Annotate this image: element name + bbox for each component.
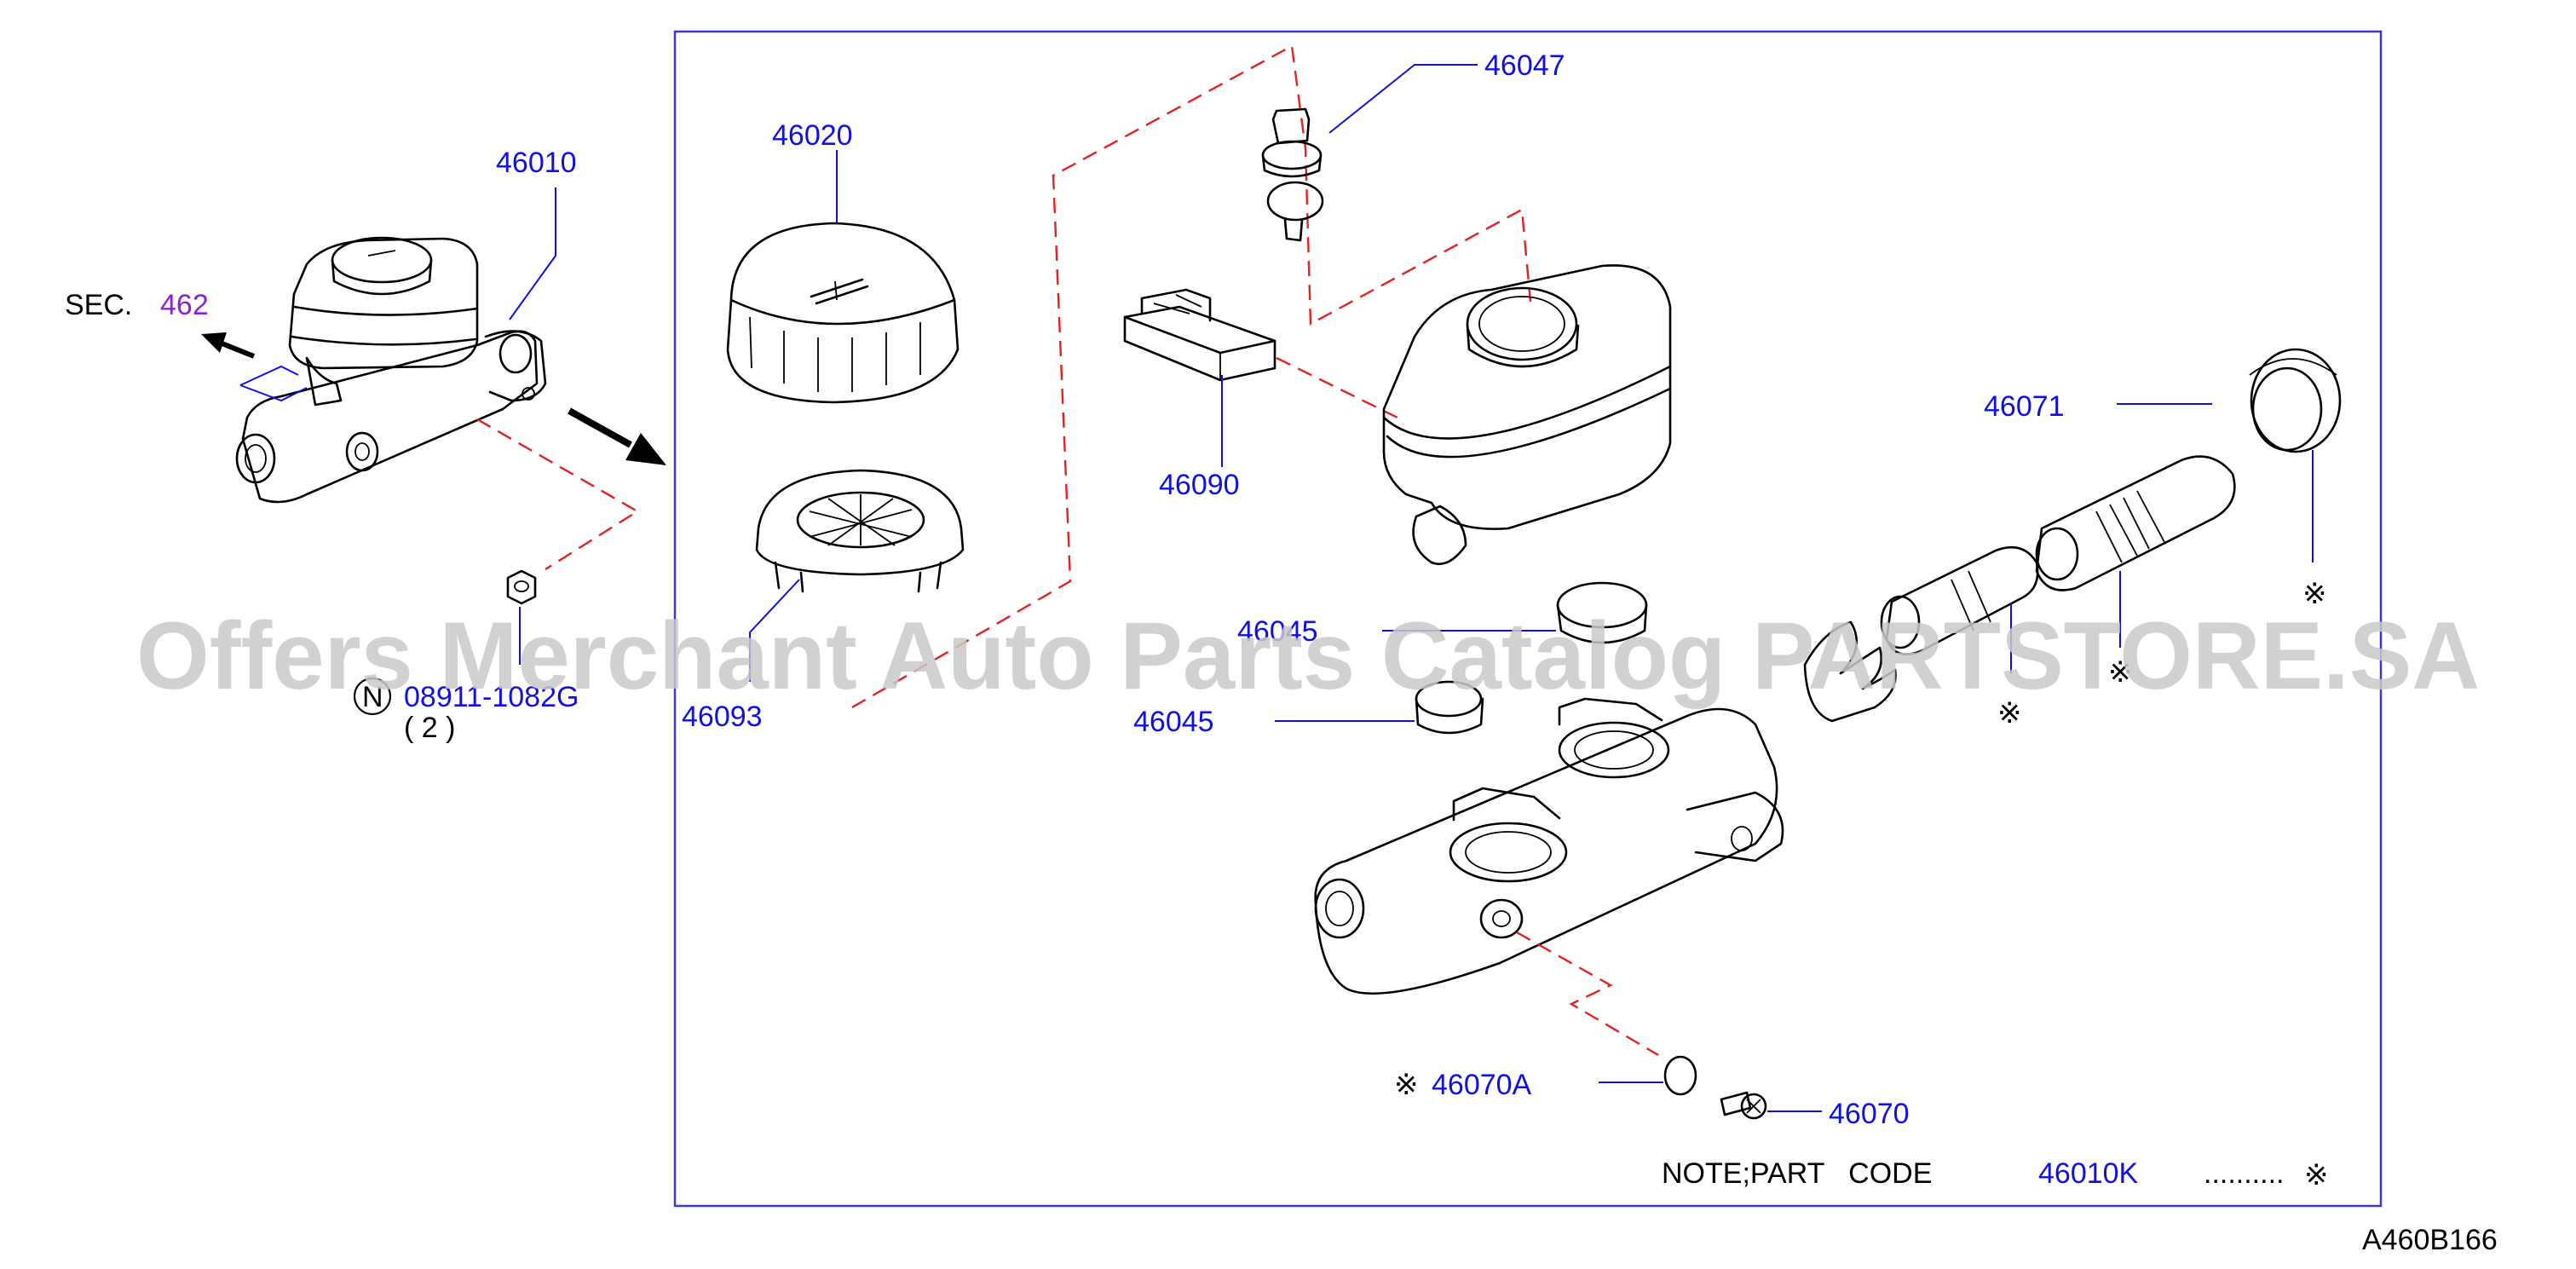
part-number-46070[interactable]: 46070 [1829,1098,1910,1130]
direction-arrow-icon [568,407,666,465]
exploded-view-frame [673,30,2383,1208]
primary-piston-assembly[interactable] [2035,455,2236,591]
strainer-46093[interactable] [755,469,965,593]
bolt-46070[interactable] [1720,1091,1767,1120]
seal-46045-upper[interactable] [1556,581,1648,644]
dashed-guide-nut [476,418,640,571]
note-part-code[interactable]: 46010K [2038,1157,2139,1190]
dashed-guide-sensor [1276,356,1398,419]
svg-text:N: N [362,681,383,713]
section-ref-prefix: SEC. [65,289,132,321]
kit-mark-secondary: ※ [1997,697,2022,730]
plug-46070A[interactable] [1663,1055,1697,1096]
reservoir-tank[interactable] [1382,264,1672,566]
seal-cap-46071[interactable] [2249,348,2342,453]
note-mark: ※ [2304,1159,2329,1191]
part-number-bolt[interactable]: 08911-1082G [404,681,579,713]
section-ref-lines [239,365,308,402]
kit-mark-cap: ※ [2302,578,2327,610]
watermark: Offers Merchant Auto Parts Catalog PARTS… [136,603,2480,709]
reservoir-cap-46020[interactable] [726,222,960,404]
dashed-guide-cap [851,44,1532,709]
part-number-46093[interactable]: 46093 [682,701,763,733]
return-spring[interactable] [1803,620,1897,723]
part-number-46010[interactable]: 46010 [496,147,577,179]
part-number-46020[interactable]: 46020 [772,119,853,152]
part-number-46071[interactable]: 46071 [1984,390,2065,423]
bolt-quantity: ( 2 ) [404,712,455,744]
part-number-46090[interactable]: 46090 [1159,469,1240,501]
secondary-piston-assembly[interactable] [1880,546,2039,655]
assembled-master-cylinder[interactable] [235,236,547,504]
dashed-guide-plug [1516,931,1659,1057]
master-cylinder-body[interactable] [1314,697,1784,995]
section-ref-number[interactable]: 462 [160,289,209,321]
leader-46093 [749,579,800,682]
n-circle-icon: N [353,677,392,716]
note-text: NOTE;PART CODE [1662,1157,1932,1190]
seal-46045-lower[interactable] [1415,680,1484,735]
valve-46047[interactable] [1261,107,1324,242]
leader-46010 [509,187,556,320]
part-number-46045-lower[interactable]: 46045 [1133,706,1214,738]
nut-icon[interactable] [506,569,537,605]
leader-46047 [1328,64,1478,134]
diagram-id: A460B166 [2362,1224,2498,1256]
part-number-46070A[interactable]: 46070A [1432,1069,1532,1101]
part-number-46045-upper[interactable]: 46045 [1237,615,1318,648]
part-number-46047[interactable]: 46047 [1484,49,1565,82]
direction-arrow-icon [201,332,256,359]
kit-mark-primary: ※ [2108,656,2133,689]
kit-mark-46070A: ※ [1394,1069,1419,1101]
note-dots: .......... [2204,1157,2284,1190]
level-sensor-46090[interactable] [1123,288,1276,382]
